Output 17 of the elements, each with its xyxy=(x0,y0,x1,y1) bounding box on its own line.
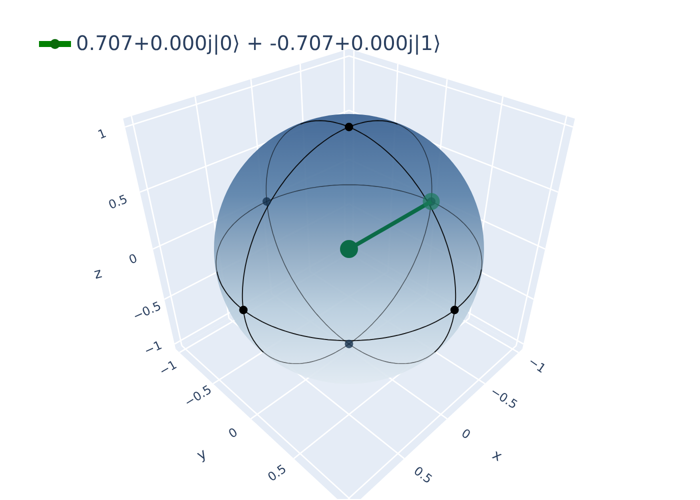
tick-label: −0.5 xyxy=(182,383,214,409)
tick-label: −0.5 xyxy=(488,385,520,411)
tick-label: 0.5 xyxy=(266,462,288,484)
tick-label: 0 xyxy=(127,252,139,266)
tick-label: 0.5 xyxy=(106,192,130,212)
tick-label: 1 xyxy=(96,127,108,141)
tick-label: 0 xyxy=(460,426,472,442)
tick-label: −1 xyxy=(526,355,548,375)
tick-label: 0.5 xyxy=(412,464,434,486)
tick-label: −1 xyxy=(142,338,164,358)
tick-label: −1 xyxy=(157,358,179,378)
tick-label: 0 xyxy=(226,426,240,440)
axis-title: z xyxy=(92,266,104,282)
tick-label: −0.5 xyxy=(131,300,163,322)
axis-title: y xyxy=(194,446,210,464)
legend-text: 0.707+0.000j|0⟩ + -0.707+0.000j|1⟩ xyxy=(76,32,441,55)
axis-title: x xyxy=(490,448,504,464)
